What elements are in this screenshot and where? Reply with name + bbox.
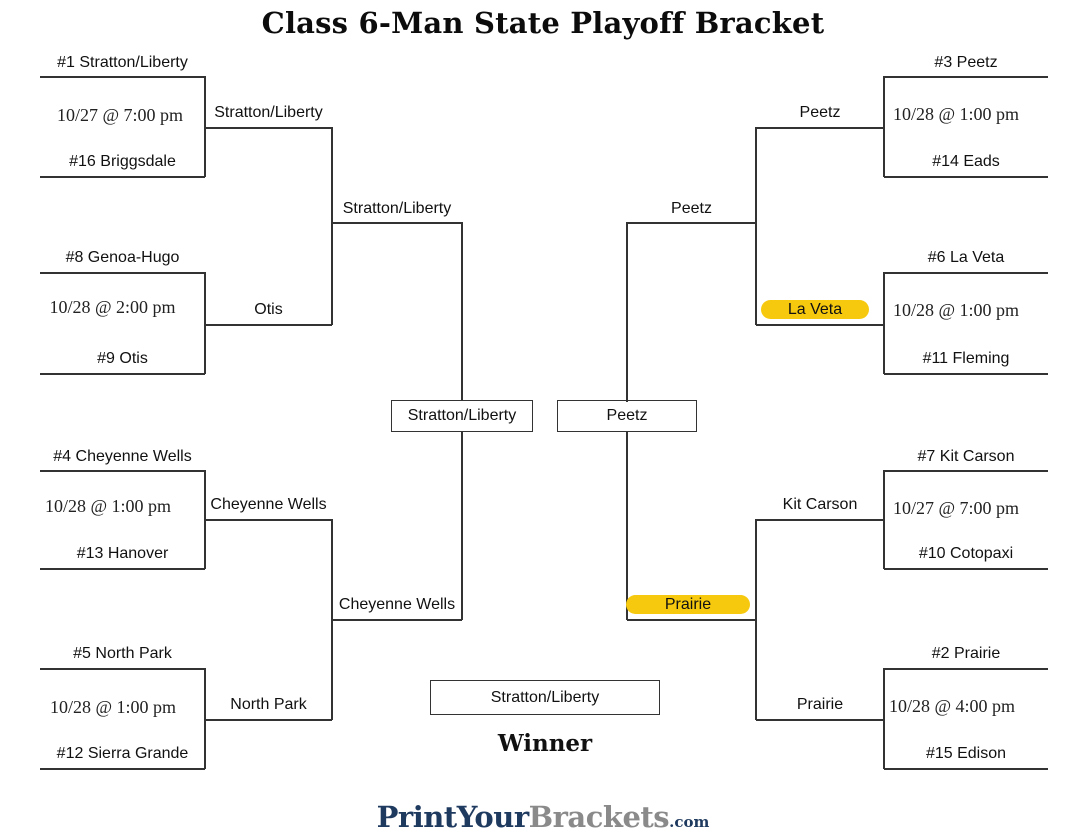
page-title: Class 6-Man State Playoff Bracket [261, 6, 825, 40]
team-seed-6: #6 La Veta [927, 249, 1005, 266]
team-seed-8: #8 Genoa-Hugo [65, 249, 180, 266]
bracket-line [204, 272, 206, 374]
team-seed-16: #16 Briggsdale [69, 153, 176, 170]
game-date: 10/27 @ 7:00 pm [892, 498, 1020, 518]
bracket-line [40, 76, 205, 78]
team-seed-4: #4 Cheyenne Wells [53, 448, 192, 465]
bracket-line [626, 431, 628, 620]
bracket-line [756, 127, 884, 129]
round2-team: Otis [254, 301, 283, 318]
bracket-line [204, 668, 206, 769]
round2-team: Stratton/Liberty [214, 104, 323, 121]
game-date: 10/28 @ 4:00 pm [888, 696, 1016, 716]
round2-team: North Park [230, 696, 307, 713]
bracket-line [461, 431, 463, 620]
bracket-line [884, 272, 1048, 274]
bracket-line [332, 619, 462, 621]
team-seed-1: #1 Stratton/Liberty [57, 54, 188, 71]
bracket-line [884, 176, 1048, 178]
bracket-line [40, 272, 205, 274]
bracket-line [204, 76, 206, 177]
bracket-line [884, 470, 1048, 472]
bracket-line [40, 470, 205, 472]
bracket-line [755, 127, 757, 325]
team-seed-9: #9 Otis [97, 350, 148, 367]
game-date: 10/28 @ 2:00 pm [49, 297, 176, 317]
round2-team: Peetz [799, 104, 841, 121]
right-semifinal-winner-box: Peetz [557, 400, 697, 432]
bracket-line [40, 668, 205, 670]
bracket-line [626, 222, 628, 402]
team-seed-7: #7 Kit Carson [917, 448, 1015, 465]
champion-box: Stratton/Liberty [430, 680, 660, 715]
round3-team: Stratton/Liberty [342, 200, 452, 217]
bracket-line [756, 519, 884, 521]
bracket-line [884, 76, 1048, 78]
team-seed-2: #2 Prairie [931, 645, 1001, 662]
bracket-line [884, 568, 1048, 570]
bracket-line [884, 768, 1048, 770]
bracket-line [205, 127, 332, 129]
left-semifinal-winner-box: Stratton/Liberty [391, 400, 533, 432]
round3-team: Peetz [671, 200, 712, 217]
bracket-line [883, 76, 885, 177]
team-seed-3: #3 Peetz [934, 54, 998, 71]
winner-label: Winner [497, 730, 593, 757]
bracket-line [883, 470, 885, 569]
printyourbrackets-logo: PrintYourBrackets.com [0, 800, 1086, 834]
team-seed-15: #15 Edison [925, 745, 1007, 762]
bracket-line [205, 719, 332, 721]
bracket-line [756, 324, 884, 326]
game-date: 10/28 @ 1:00 pm [892, 300, 1020, 320]
round3-team-highlighted: Prairie [626, 595, 750, 614]
bracket-line [40, 373, 205, 375]
team-seed-14: #14 Eads [932, 153, 1000, 170]
team-seed-11: #11 Fleming [922, 350, 1010, 367]
bracket-line [205, 519, 332, 521]
logo-part-2: Brackets [528, 800, 670, 834]
bracket-line [883, 272, 885, 374]
round2-team-highlighted: La Veta [761, 300, 869, 319]
bracket-line [627, 222, 756, 224]
game-date: 10/27 @ 7:00 pm [56, 105, 184, 125]
bracket-line [884, 668, 1048, 670]
bracket-line [205, 324, 332, 326]
logo-part-1: PrintYour [376, 800, 529, 834]
team-seed-10: #10 Cotopaxi [918, 545, 1014, 562]
bracket-line [461, 222, 463, 402]
bracket-line [331, 127, 333, 325]
bracket-line [40, 768, 205, 770]
team-seed-12: #12 Sierra Grande [56, 745, 189, 762]
bracket-line [884, 373, 1048, 375]
round2-team: Kit Carson [782, 496, 858, 513]
game-date: 10/28 @ 1:00 pm [49, 697, 177, 717]
game-date: 10/28 @ 1:00 pm [892, 104, 1020, 124]
game-date: 10/28 @ 1:00 pm [44, 496, 172, 516]
bracket-line [755, 519, 757, 720]
bracket-line [627, 619, 756, 621]
bracket-line [332, 222, 462, 224]
bracket-line [40, 176, 205, 178]
team-seed-5: #5 North Park [73, 645, 172, 662]
team-seed-13: #13 Hanover [76, 545, 169, 562]
logo-part-3: .com [669, 813, 710, 831]
round2-team: Cheyenne Wells [210, 496, 327, 513]
round2-team: Prairie [796, 696, 844, 713]
bracket-line [756, 719, 884, 721]
round3-team: Cheyenne Wells [338, 596, 456, 613]
bracket-line [883, 668, 885, 769]
bracket-line [40, 568, 205, 570]
